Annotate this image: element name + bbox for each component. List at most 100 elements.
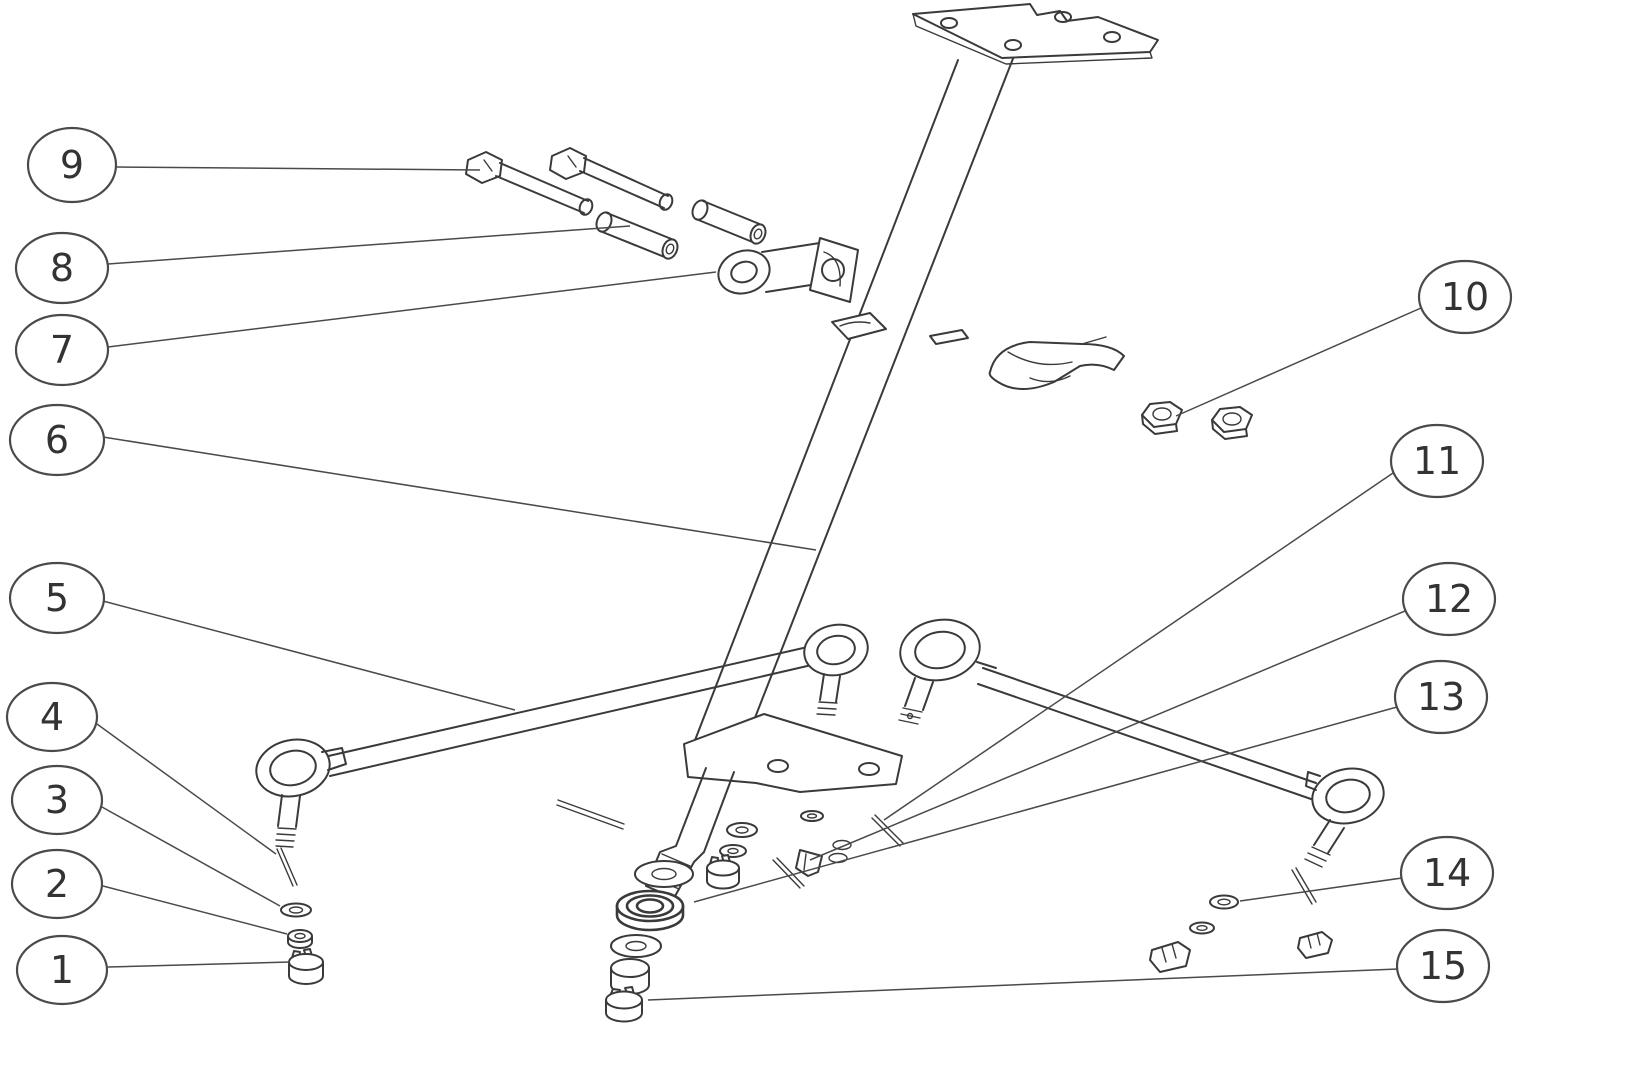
drag-link-rod <box>323 645 817 777</box>
nut-left <box>287 929 313 949</box>
ring-small <box>719 844 747 858</box>
tie-rod-right <box>977 667 1317 800</box>
balloon-circle <box>14 231 110 305</box>
bearing <box>615 889 685 932</box>
balloon-circle <box>8 403 106 477</box>
balloon-circle <box>1389 423 1485 499</box>
balloon-number: 13 <box>1417 675 1465 719</box>
clamp-small-center <box>795 849 823 877</box>
balloon-number: 9 <box>60 143 84 187</box>
castle-nut-bottom <box>605 986 643 1023</box>
washer-right-2 <box>1189 921 1215 935</box>
retaining-clip <box>831 312 887 340</box>
leader-line-4 <box>96 723 277 855</box>
tie-rod-end-right <box>1304 767 1385 868</box>
leader-line-15 <box>647 968 1399 1001</box>
balloon-number: 14 <box>1423 851 1471 895</box>
hex-bolt-2 <box>549 147 674 211</box>
cotter-pin-left <box>276 847 298 887</box>
balloon-circle <box>8 561 106 635</box>
callout-balloon-2: 2 <box>10 848 104 920</box>
leader-line-13 <box>693 706 1398 903</box>
balloon-circle <box>5 681 99 753</box>
pin-small <box>871 814 904 847</box>
clamp-right-2 <box>1297 931 1333 959</box>
leader-line-11 <box>883 472 1394 821</box>
washer-small-1 <box>726 822 758 838</box>
drag-link-end-right <box>803 623 869 716</box>
leader-line-5 <box>102 600 516 711</box>
callout-balloon-7: 7 <box>14 313 110 387</box>
washer-large <box>634 860 694 888</box>
pin-right <box>1291 867 1317 905</box>
callout-balloon-15: 15 <box>1395 928 1491 1004</box>
castle-nut-left <box>288 948 324 985</box>
universal-joint <box>717 237 859 303</box>
clamp-right-1 <box>1149 941 1191 973</box>
spacer-tube-2 <box>691 199 767 245</box>
balloon-number: 12 <box>1425 577 1473 621</box>
cotter-pin-long <box>556 799 625 830</box>
callout-balloon-12: 12 <box>1401 561 1497 637</box>
callout-balloon-13: 13 <box>1393 659 1489 735</box>
balloon-circle <box>26 126 118 204</box>
leader-line-2 <box>102 885 288 935</box>
balloon-number: 10 <box>1441 275 1489 319</box>
column-mount-bracket <box>683 713 903 793</box>
column-support-clamp <box>988 336 1125 390</box>
balloon-number: 6 <box>45 418 69 462</box>
key-sliver <box>929 329 969 345</box>
balloon-number: 7 <box>50 328 74 372</box>
ball-joint-center <box>898 618 997 725</box>
castle-nut-center <box>706 854 740 890</box>
balloon-circle <box>15 934 109 1006</box>
balloon-number: 3 <box>45 778 69 822</box>
balloon-circle <box>1401 561 1497 637</box>
column-mounting-plate <box>912 3 1159 65</box>
callout-balloon-10: 10 <box>1417 259 1513 335</box>
spacer-tube-1 <box>595 211 679 260</box>
callout-balloon-11: 11 <box>1389 423 1485 499</box>
leader-line-7 <box>107 271 717 348</box>
leader-line-3 <box>101 806 281 907</box>
balloon-number: 1 <box>50 948 74 992</box>
washer-small-2 <box>800 810 824 822</box>
hex-bolt-1 <box>465 151 594 216</box>
hex-nut-1 <box>1141 401 1183 435</box>
balloon-circle <box>1393 659 1489 735</box>
cotter-pin-2 <box>772 857 805 889</box>
callout-balloon-6: 6 <box>8 403 106 477</box>
balloon-circle <box>10 764 104 836</box>
callout-balloon-1: 1 <box>15 934 109 1006</box>
callout-balloon-4: 4 <box>5 681 99 753</box>
leader-line-6 <box>102 436 817 551</box>
balloon-circle <box>1417 259 1513 335</box>
leader-line-10 <box>1175 307 1422 417</box>
balloon-number: 4 <box>40 695 64 739</box>
callout-balloons: 9 8 7 6 5 4 3 2 <box>5 126 1513 1006</box>
bearing-race <box>610 934 662 958</box>
washer-left <box>280 902 312 918</box>
hex-nut-2 <box>1211 406 1253 440</box>
leader-line-14 <box>1239 877 1403 902</box>
leader-line-8 <box>107 225 631 265</box>
balloon-number: 11 <box>1413 439 1461 483</box>
spacer-bushing <box>610 958 650 995</box>
leader-lines <box>96 166 1422 1001</box>
balloon-circle <box>1399 835 1495 911</box>
callout-balloon-3: 3 <box>10 764 104 836</box>
callout-balloon-9: 9 <box>26 126 118 204</box>
washer-right-1 <box>1209 894 1239 910</box>
leader-line-1 <box>107 961 291 968</box>
balloon-circle <box>14 313 110 387</box>
balloon-number: 2 <box>45 862 69 906</box>
callout-balloon-8: 8 <box>14 231 110 305</box>
balloon-number: 15 <box>1419 944 1467 988</box>
callout-balloon-14: 14 <box>1399 835 1495 911</box>
balloon-number: 5 <box>45 576 69 620</box>
callout-balloon-5: 5 <box>8 561 106 635</box>
balloon-circle <box>10 848 104 920</box>
balloon-number: 8 <box>50 246 74 290</box>
